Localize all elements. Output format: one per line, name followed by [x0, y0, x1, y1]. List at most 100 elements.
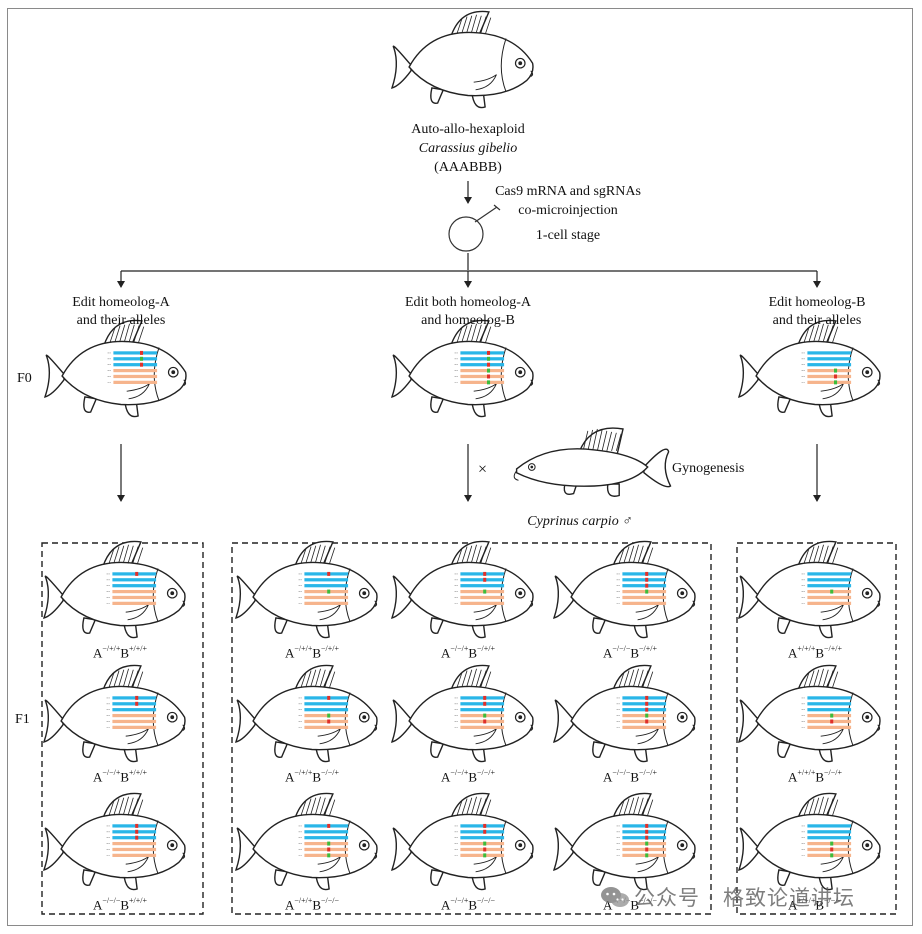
genotype-b-alleles: −/+/+ [824, 644, 843, 653]
genotype-b-letter: B [468, 769, 478, 785]
fish-f1-both-1 [234, 540, 378, 639]
genotype-b-alleles: −/−/+ [639, 768, 658, 777]
genotype-b-letter: B [120, 645, 130, 661]
genotype-b-alleles: −/−/− [477, 896, 496, 905]
genotype-a-letter: A [440, 645, 451, 661]
branch-ab-line2: and homeolog-B [421, 313, 515, 328]
genotype-label: A−/−/+B−/+/+ [440, 644, 496, 661]
genotype-a-letter: A [787, 645, 798, 661]
genotype-label: A−/+/+B−/+/+ [284, 644, 340, 661]
carp-species-label: Cyprinus carpio ♂ [527, 514, 633, 529]
genotype-label: A−/−/−B−/−/+ [603, 768, 658, 785]
genotype-b-alleles: +/+/+ [129, 768, 148, 777]
genotype-a-alleles: −/−/− [102, 896, 121, 905]
genotype-a-alleles: +/+/+ [797, 644, 816, 653]
genotype-a-letter: A [602, 897, 613, 913]
fish-f0-homeolog-b [737, 319, 881, 418]
genotype-a-letter: A [92, 769, 103, 785]
genotype-b-alleles: −/+/+ [321, 644, 340, 653]
needle-icon [474, 204, 501, 223]
f1-box-homeolog-b [736, 542, 897, 915]
genotype-a-letter: A [284, 645, 295, 661]
genotype-label: A−/+/+B−/−/− [284, 896, 339, 913]
gynogenesis-label: Gynogenesis [672, 461, 745, 476]
genotype-label: A−/+/+B−/−/+ [285, 768, 339, 785]
fish-f1-both-6 [552, 664, 696, 763]
branch-a-line2: and their alleles [76, 313, 166, 328]
genotype-a-alleles: −/+/+ [294, 768, 313, 777]
genotype-label: A−/−/+B−/−/+ [441, 768, 495, 785]
genotype-b-alleles: −/+/+ [477, 644, 496, 653]
genotype-b-alleles: −/−/− [639, 896, 658, 905]
genotype-a-letter: A [787, 769, 798, 785]
fish-f1-homeolog-a-2 [42, 664, 186, 763]
genotype-b-letter: B [468, 645, 478, 661]
top-species: Carassius gibelio [418, 141, 518, 156]
genotype-a-alleles: +/+/+ [797, 896, 816, 905]
genotype-b-letter: B [630, 769, 640, 785]
fish-f1-homeolog-a-3 [42, 792, 186, 891]
genotype-a-letter: A [284, 897, 295, 913]
genotype-a-letter: A [787, 897, 798, 913]
f1-box-both [231, 542, 712, 915]
genotype-a-alleles: −/−/+ [102, 768, 121, 777]
genotype-a-alleles: +/+/+ [797, 768, 816, 777]
fish-f1-homeolog-b-3 [737, 792, 881, 891]
genotype-a-letter: A [92, 897, 103, 913]
figure-border [7, 8, 913, 926]
genotype-b-letter: B [630, 645, 640, 661]
fish-f1-homeolog-a-1 [42, 540, 186, 639]
genotype-a-alleles: −/+/+ [294, 644, 313, 653]
genotype-b-letter: B [815, 897, 825, 913]
genotype-a-alleles: −/−/+ [450, 644, 469, 653]
genotype-b-alleles: −/+/+ [639, 644, 658, 653]
genotype-a-alleles: −/−/− [612, 644, 631, 653]
genotype-a-letter: A [440, 897, 451, 913]
fish-f1-both-8 [390, 792, 534, 891]
fish-f1-both-7 [234, 792, 378, 891]
top-genome: (AAABBB) [434, 160, 502, 175]
genotype-b-alleles: +/+/+ [129, 896, 148, 905]
genotype-a-alleles: −/+/+ [102, 644, 121, 653]
genotype-label: A+/+/+B−/+/+ [787, 644, 843, 661]
generation-f0-label: F0 [17, 371, 32, 386]
fish-f1-both-5 [390, 664, 534, 763]
branch-b-line2: and their alleles [772, 313, 862, 328]
genotype-a-alleles: −/+/+ [294, 896, 313, 905]
genotype-a-alleles: −/−/− [612, 768, 631, 777]
fish-f1-homeolog-b-2 [737, 664, 881, 763]
fish-f0-homeolog-a [43, 319, 187, 418]
genotype-b-letter: B [312, 897, 322, 913]
genotype-b-alleles: −/−/− [824, 896, 843, 905]
fish-f1-both-9 [552, 792, 696, 891]
genotype-b-alleles: +/+/+ [129, 644, 148, 653]
top-title: Auto-allo-hexaploid [411, 122, 525, 137]
cross-symbol: × [478, 461, 488, 478]
fish-f1-both-3 [552, 540, 696, 639]
watermark-text: 公众号 · 格致论道讲坛 [634, 886, 856, 910]
genotype-a-letter: A [602, 645, 613, 661]
genotype-label: A+/+/+B−/−/+ [787, 768, 843, 785]
genotype-label: A−/−/−B−/+/+ [602, 644, 658, 661]
injection-line1: Cas9 mRNA and sgRNAs [495, 184, 641, 199]
watermark: 公众号 · 格致论道讲坛 [600, 882, 855, 912]
genotype-b-letter: B [815, 645, 825, 661]
genotype-a-letter: A [92, 645, 103, 661]
genotype-b-alleles: −/−/+ [824, 768, 843, 777]
fish-f0-both [390, 319, 534, 418]
fish-f1-homeolog-b-1 [737, 540, 881, 639]
generation-f1-label: F1 [15, 712, 30, 727]
genotype-b-letter: B [468, 897, 478, 913]
branch-b-line1: Edit homeolog-B [768, 295, 866, 310]
wechat-icon [601, 887, 629, 907]
genotype-b-letter: B [630, 897, 640, 913]
branch-a-line1: Edit homeolog-A [72, 295, 170, 310]
genotype-a-alleles: −/−/+ [450, 768, 469, 777]
genotype-b-letter: B [312, 769, 322, 785]
genotype-label: A+/+/+B−/−/− [787, 896, 843, 913]
genotype-b-letter: B [120, 897, 130, 913]
injection-line2: co-microinjection [518, 203, 618, 218]
genotype-b-letter: B [312, 645, 322, 661]
genotype-label: A−/−/−B+/+/+ [92, 896, 148, 913]
